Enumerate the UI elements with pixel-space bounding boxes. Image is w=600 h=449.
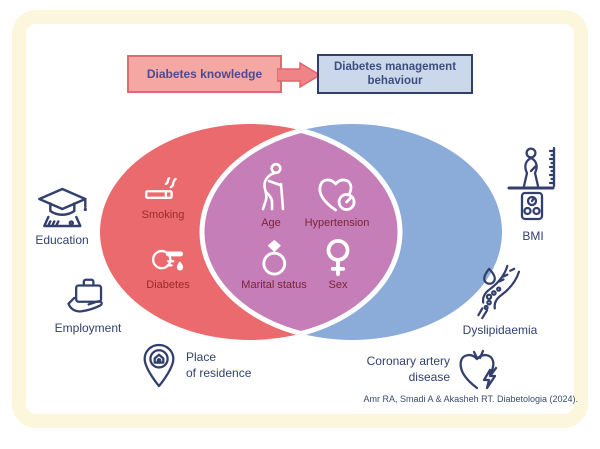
education-label: Education (35, 233, 89, 247)
diabetes-management-behaviour-box: Diabetes management behaviour (317, 54, 473, 94)
outside-item-employment: Employment (54, 274, 122, 335)
place-of-residence-label: Place of residence (186, 350, 251, 381)
ring-icon (262, 239, 286, 276)
outside-item-coronary-artery-disease: Coronary artery disease (340, 348, 502, 392)
outside-item-education: Education (35, 186, 89, 247)
citation-text: Amr RA, Smadi A & Akasheh RT. Diabetolog… (363, 394, 578, 404)
bmi-label: BMI (522, 229, 544, 243)
overlap-lens-border (202, 124, 403, 340)
venn-item-marital-status: Marital status (241, 238, 307, 291)
smoking-label: Smoking (141, 209, 185, 221)
place-of-residence-line2: of residence (186, 366, 252, 380)
diabetes-management-behaviour-label: Diabetes management behaviour (333, 60, 457, 87)
hypertension-label: Hypertension (304, 217, 370, 229)
venn-diagram (100, 124, 502, 340)
sex-label: Sex (328, 279, 348, 291)
body-scale-icon (507, 146, 556, 221)
diabetes-knowledge-label: Diabetes knowledge (146, 67, 263, 81)
age-label: Age (261, 217, 281, 229)
hand-blood-drop-icon (151, 249, 183, 271)
venn-item-smoking: Smoking (141, 170, 185, 221)
coronary-artery-disease-line1: Coronary artery (366, 354, 450, 369)
dyslipidaemia-label: Dyslipidaemia (462, 323, 538, 337)
artery-lipids-icon (477, 264, 521, 320)
venn-item-age: Age (254, 162, 288, 229)
venn-item-diabetes: Diabetes (146, 240, 190, 291)
venn-item-sex: Sex (323, 238, 353, 291)
outside-item-dyslipidaemia: Dyslipidaemia (462, 264, 538, 337)
female-symbol-icon (326, 238, 350, 276)
house-pin-icon (143, 343, 175, 388)
outside-item-place-of-residence: Place of residence (138, 342, 251, 390)
outside-item-bmi: BMI (507, 146, 559, 243)
diabetes-knowledge-box: Diabetes knowledge (127, 55, 282, 93)
coronary-artery-disease-line2: disease (408, 370, 450, 384)
flow-arrow-icon (277, 62, 321, 88)
coronary-artery-disease-label: Coronary artery disease (340, 354, 450, 385)
marital-status-label: Marital status (241, 279, 307, 291)
heart-gauge-icon (318, 178, 356, 212)
diabetes-label: Diabetes (146, 279, 190, 291)
venn-item-hypertension: Hypertension (304, 174, 370, 229)
cigarette-icon (145, 177, 178, 199)
elderly-person-icon (261, 162, 285, 211)
heart-bolt-icon (459, 349, 498, 390)
graduation-cap-icon (37, 187, 87, 228)
briefcase-hand-icon (67, 278, 104, 313)
employment-label: Employment (54, 321, 122, 335)
overlap-lens (199, 124, 400, 340)
place-of-residence-line1: Place (186, 350, 217, 365)
